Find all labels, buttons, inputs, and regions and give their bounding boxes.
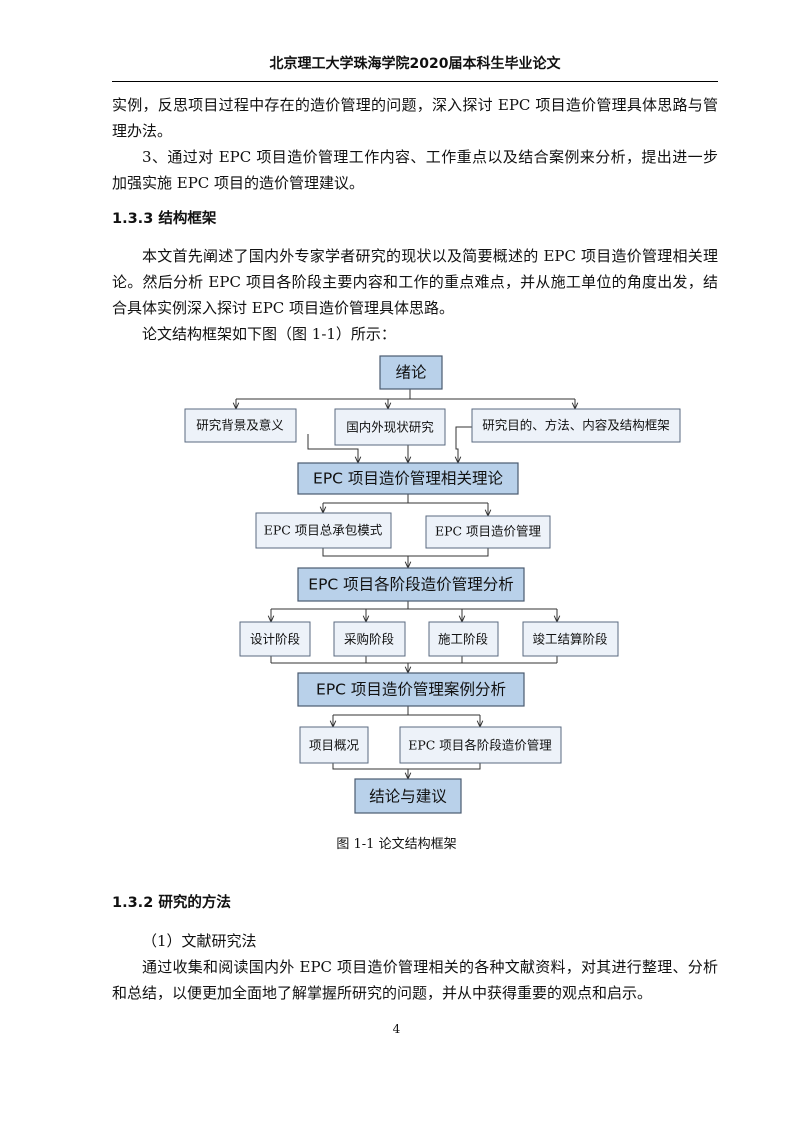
box-settlement-label: 竣工结算阶段 bbox=[532, 632, 607, 647]
box-design-label: 设计阶段 bbox=[250, 632, 300, 647]
box-construction: 施工阶段 bbox=[428, 621, 499, 657]
paragraph-method-1-title: （1）文献研究法 bbox=[142, 932, 257, 950]
box-stage-cost-label: EPC 项目各阶段造价管理 bbox=[408, 738, 552, 753]
box-procurement: 采购阶段 bbox=[333, 621, 406, 657]
box-root-label: 绪论 bbox=[395, 364, 427, 382]
box-design: 设计阶段 bbox=[239, 621, 311, 657]
box-settlement: 竣工结算阶段 bbox=[522, 621, 619, 657]
figure-caption: 图 1-1 论文结构框架 bbox=[336, 837, 457, 852]
box-theory-label: EPC 项目造价管理相关理论 bbox=[313, 470, 503, 488]
connectors bbox=[236, 389, 575, 779]
box-overview: 项目概况 bbox=[299, 726, 369, 764]
paragraph-continued: 实例，反思项目过程中存在的造价管理的问题，深入探讨 EPC 项目造价管理具体思路… bbox=[112, 96, 718, 140]
page-number: 4 bbox=[392, 1022, 401, 1036]
running-header: 北京理工大学珠海学院2020届本科生毕业论文 bbox=[269, 56, 561, 72]
box-epc-mode: EPC 项目总承包模式 bbox=[255, 512, 392, 549]
structure-flowchart: 绪论 研究背景及意义 国内外现状研究 研究目的、方法、内容及结构框架 EPC 项… bbox=[184, 355, 681, 814]
box-case: EPC 项目造价管理案例分析 bbox=[297, 672, 525, 707]
box-background: 研究背景及意义 bbox=[184, 408, 297, 443]
box-conclusion-label: 结论与建议 bbox=[369, 788, 447, 806]
box-status-research-label: 国内外现状研究 bbox=[346, 420, 434, 435]
box-stages-label: EPC 项目各阶段造价管理分析 bbox=[308, 576, 513, 594]
box-epc-mode-label: EPC 项目总承包模式 bbox=[264, 523, 383, 538]
box-stage-cost: EPC 项目各阶段造价管理 bbox=[399, 726, 562, 764]
paragraph-structure-intro: 本文首先阐述了国内外专家学者研究的现状以及简要概述的 EPC 项目造价管理相关理… bbox=[112, 247, 718, 317]
box-conclusion: 结论与建议 bbox=[354, 778, 462, 814]
box-theory: EPC 项目造价管理相关理论 bbox=[297, 462, 519, 495]
box-objectives: 研究目的、方法、内容及结构框架 bbox=[471, 408, 681, 443]
header-rule bbox=[112, 81, 718, 82]
box-epc-cost-label: EPC 项目造价管理 bbox=[435, 524, 542, 539]
section-heading-structure: 1.3.3 结构框架 bbox=[112, 211, 217, 227]
paragraph-item-3: 3、通过对 EPC 项目造价管理工作内容、工作重点以及结合案例来分析，提出进一步… bbox=[112, 148, 718, 192]
box-overview-label: 项目概况 bbox=[309, 738, 360, 753]
box-procurement-label: 采购阶段 bbox=[344, 632, 394, 647]
box-objectives-label: 研究目的、方法、内容及结构框架 bbox=[482, 418, 670, 433]
box-stages: EPC 项目各阶段造价管理分析 bbox=[297, 567, 525, 602]
paragraph-figure-intro: 论文结构框架如下图（图 1-1）所示： bbox=[142, 325, 396, 343]
box-root: 绪论 bbox=[379, 355, 443, 390]
box-epc-cost: EPC 项目造价管理 bbox=[425, 515, 551, 549]
box-background-label: 研究背景及意义 bbox=[196, 418, 284, 433]
box-status-research: 国内外现状研究 bbox=[334, 408, 446, 446]
section-heading-methods: 1.3.2 研究的方法 bbox=[112, 895, 231, 911]
box-case-label: EPC 项目造价管理案例分析 bbox=[316, 681, 506, 699]
paragraph-method-1-body: 通过收集和阅读国内外 EPC 项目造价管理相关的各种文献资料，对其进行整理、分析… bbox=[112, 958, 718, 1002]
box-construction-label: 施工阶段 bbox=[438, 632, 488, 647]
